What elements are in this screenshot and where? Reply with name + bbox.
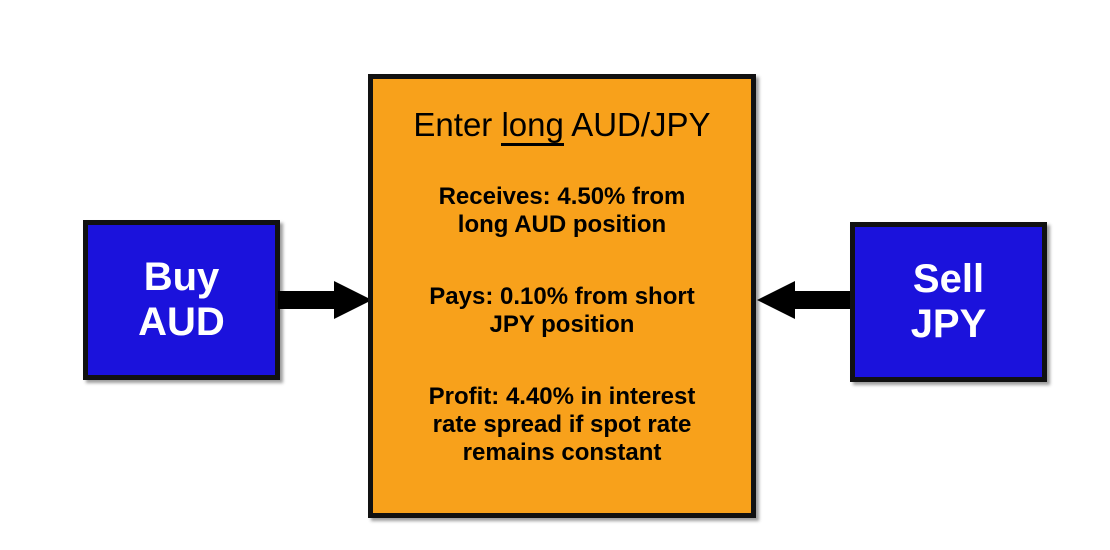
receives-line2: long AUD position [457, 211, 667, 238]
buy-aud-box: Buy AUD [83, 220, 280, 380]
receives-line1: Receives: 4.50% from [438, 183, 686, 210]
profit-line2: rate spread if spot rate [432, 411, 692, 438]
arrow-sell-to-center-shaft [793, 291, 852, 309]
sell-jpy-label: Sell JPY [911, 257, 987, 347]
profit-line1: Profit: 4.40% in interest [428, 383, 696, 410]
title-pre: Enter [413, 106, 493, 143]
title-underlined-word: long [501, 106, 564, 146]
arrow-buy-to-center-shaft [278, 291, 336, 309]
title-post: AUD/JPY [571, 106, 711, 143]
enter-long-audjpy-box: Enter long AUD/JPY Receives: 4.50% from … [368, 74, 756, 518]
pays-text: Pays: 0.10% from short JPY position [373, 283, 751, 339]
buy-aud-label-line1: Buy [143, 254, 220, 299]
center-box-title: Enter long AUD/JPY [373, 105, 751, 146]
pays-line1: Pays: 0.10% from short [429, 283, 695, 310]
profit-line3: remains constant [462, 439, 662, 466]
sell-jpy-label-line1: Sell [912, 256, 985, 301]
pays-line2: JPY position [489, 311, 635, 338]
arrow-buy-to-center-head [334, 281, 372, 319]
sell-jpy-label-line2: JPY [910, 302, 987, 346]
receives-text: Receives: 4.50% from long AUD position [373, 183, 751, 239]
profit-text: Profit: 4.40% in interest rate spread if… [373, 383, 751, 467]
buy-aud-label: Buy AUD [138, 255, 225, 345]
arrow-sell-to-center-head [757, 281, 795, 319]
buy-aud-label-line2: AUD [138, 300, 225, 344]
sell-jpy-box: Sell JPY [850, 222, 1047, 382]
